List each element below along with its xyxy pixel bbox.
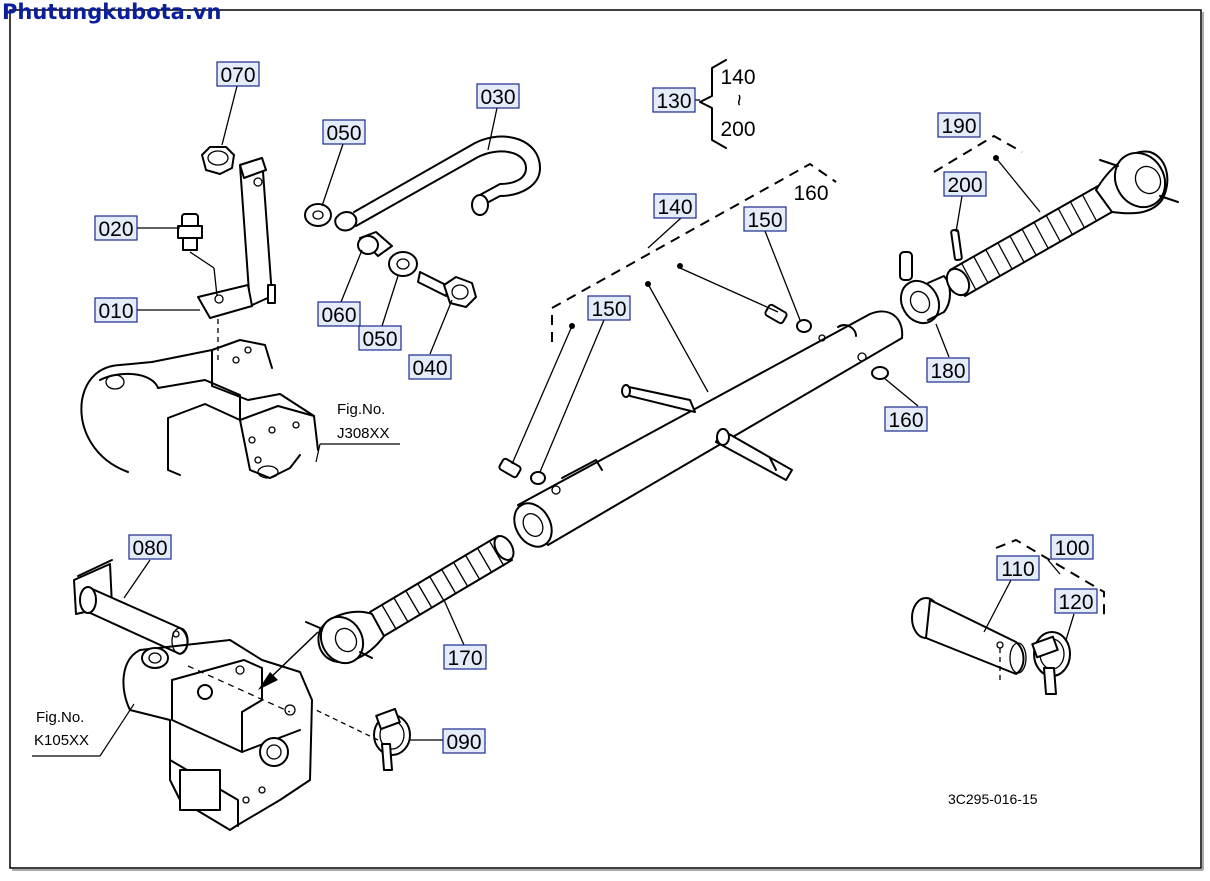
callout-030[interactable]: 030 bbox=[476, 83, 520, 109]
callout-050-upper[interactable]: 050 bbox=[322, 119, 366, 145]
washer-050-lower bbox=[388, 251, 418, 277]
callout-010[interactable]: 010 bbox=[94, 297, 138, 323]
svg-text:090: 090 bbox=[446, 731, 481, 754]
svg-text:110: 110 bbox=[1001, 558, 1034, 581]
callout-060[interactable]: 060 bbox=[317, 301, 361, 327]
pin-200-upper bbox=[899, 228, 963, 281]
callout-090[interactable]: 090 bbox=[442, 728, 486, 754]
pin-110 bbox=[911, 597, 1027, 680]
leader-dots bbox=[569, 155, 999, 329]
fig-ref-k105-line2: K105XX bbox=[34, 732, 89, 749]
callout-180[interactable]: 180 bbox=[926, 357, 970, 383]
svg-text:150: 150 bbox=[591, 298, 626, 321]
snap-pin-120 bbox=[1031, 631, 1071, 695]
fig-ref-k105-leader bbox=[32, 703, 135, 757]
collar-060 bbox=[357, 231, 393, 257]
svg-text:130: 130 bbox=[656, 90, 691, 113]
callout-080[interactable]: 080 bbox=[128, 534, 172, 560]
brand-watermark: Phutungkubota.vn bbox=[2, 0, 222, 24]
callout-150-left[interactable]: 150 bbox=[587, 295, 631, 321]
svg-text:050: 050 bbox=[362, 328, 397, 351]
fig-ref-j308-line1: Fig.No. bbox=[337, 401, 385, 418]
callout-040[interactable]: 040 bbox=[408, 354, 452, 380]
svg-text:200: 200 bbox=[947, 174, 982, 197]
pin-030 bbox=[334, 135, 541, 232]
nut-070 bbox=[201, 146, 235, 175]
plug-160 bbox=[871, 366, 889, 380]
group-bracket-100 bbox=[995, 538, 1105, 620]
top-link-tube-140 bbox=[513, 310, 904, 548]
bolt-040 bbox=[417, 271, 477, 308]
bracket-010 bbox=[197, 157, 276, 319]
svg-text:100: 100 bbox=[1054, 537, 1089, 560]
washer-050-upper bbox=[304, 203, 332, 227]
svg-text:170: 170 bbox=[447, 647, 482, 670]
fig-ref-j308-line2: J308XX bbox=[337, 425, 390, 442]
plug-160-top-label: 160 bbox=[793, 182, 828, 205]
callout-050-lower[interactable]: 050 bbox=[358, 325, 402, 351]
callout-200[interactable]: 200 bbox=[943, 171, 987, 197]
assembly-arrow bbox=[258, 631, 319, 690]
svg-text:190: 190 bbox=[941, 115, 976, 138]
screw-150-left bbox=[498, 457, 546, 485]
page-border bbox=[9, 9, 1202, 869]
group-bracket-190 bbox=[933, 134, 1023, 173]
callout-070[interactable]: 070 bbox=[216, 61, 260, 87]
svg-text:010: 010 bbox=[98, 300, 133, 323]
callout-150-right[interactable]: 150 bbox=[743, 206, 787, 232]
housing-k105 bbox=[122, 639, 313, 831]
fig-ref-k105-line1: Fig.No. bbox=[36, 709, 84, 726]
svg-text:050: 050 bbox=[326, 122, 361, 145]
svg-text:150: 150 bbox=[747, 209, 782, 232]
callout-110[interactable]: 110 bbox=[996, 555, 1040, 581]
svg-text:180: 180 bbox=[930, 360, 965, 383]
svg-text:160: 160 bbox=[888, 409, 923, 432]
figure-code: 3C295-016-15 bbox=[948, 791, 1038, 807]
svg-text:030: 030 bbox=[480, 86, 515, 109]
range-start-label: 140 bbox=[720, 66, 755, 89]
leader-lines bbox=[123, 85, 1075, 741]
svg-text:140: 140 bbox=[657, 196, 692, 219]
callout-020[interactable]: 020 bbox=[94, 215, 138, 241]
svg-text:070: 070 bbox=[220, 64, 255, 87]
pin-080 bbox=[73, 559, 189, 655]
range-end-label: 200 bbox=[720, 118, 755, 141]
group-bracket-140 bbox=[551, 162, 837, 342]
rod-end-190 bbox=[945, 150, 1179, 297]
svg-text:020: 020 bbox=[98, 218, 133, 241]
callout-170[interactable]: 170 bbox=[443, 644, 487, 670]
callout-160[interactable]: 160 bbox=[884, 406, 928, 432]
callout-140[interactable]: 140 bbox=[653, 193, 697, 219]
snap-pin-090 bbox=[315, 708, 411, 771]
range-tilde: ~ bbox=[727, 94, 750, 106]
bolt-020 bbox=[177, 213, 218, 297]
svg-text:040: 040 bbox=[412, 357, 447, 380]
callout-190[interactable]: 190 bbox=[937, 112, 981, 138]
screw-150-right bbox=[764, 303, 812, 333]
svg-text:060: 060 bbox=[321, 304, 356, 327]
housing-j308 bbox=[80, 318, 400, 479]
callout-120[interactable]: 120 bbox=[1054, 588, 1098, 614]
rod-end-170 bbox=[305, 535, 515, 665]
svg-text:120: 120 bbox=[1058, 591, 1093, 614]
group-brace-130 bbox=[699, 59, 727, 149]
callout-100[interactable]: 100 bbox=[1050, 534, 1094, 560]
callout-130[interactable]: 130 bbox=[652, 87, 696, 113]
svg-text:080: 080 bbox=[132, 537, 167, 560]
nut-180 bbox=[899, 275, 951, 325]
